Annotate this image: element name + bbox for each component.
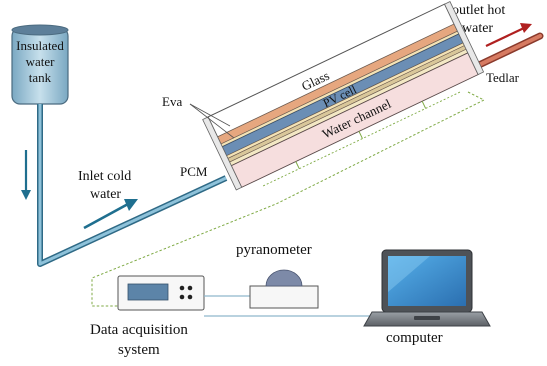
tank-label-2: water: [26, 54, 56, 69]
inlet-label-1: Inlet cold: [78, 169, 131, 184]
outlet-arrow-icon: [485, 23, 532, 47]
water-tank: Insulated water tank: [11, 24, 69, 105]
laptop-icon: [363, 249, 491, 327]
inlet-arrow-icon: [83, 199, 138, 230]
outlet-label-1: outlet hot: [452, 3, 505, 18]
pyranometer-label: pyranometer: [236, 242, 312, 258]
tedlar-label: Tedlar: [486, 70, 520, 85]
downflow-arrow-icon: [21, 150, 31, 200]
sensor-wire: [91, 91, 486, 307]
tank-label-1: Insulated: [16, 38, 64, 53]
daq-label-1: Data acquisition: [90, 322, 188, 338]
cold-water-pipe: [37, 104, 228, 267]
outlet-label-2: water: [462, 21, 493, 36]
daq-label-2: system: [118, 342, 160, 358]
data-acquisition-unit: [117, 275, 205, 311]
pvt-collector: Glass PV cell Water channel: [202, 1, 485, 191]
tank-label-3: tank: [29, 70, 52, 85]
pcm-label: PCM: [180, 164, 208, 179]
computer-label: computer: [386, 330, 443, 346]
pyranometer-device: [249, 269, 319, 309]
eva-label: Eva: [162, 94, 182, 109]
inlet-label-2: water: [90, 187, 121, 202]
